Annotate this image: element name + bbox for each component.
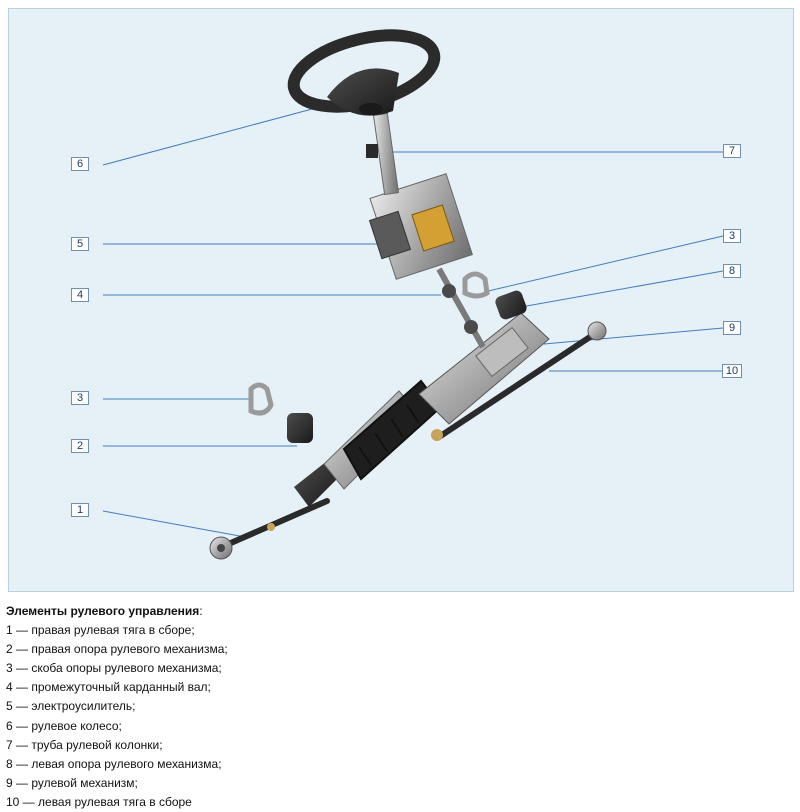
steering-illustration (102, 29, 724, 560)
callout-8: 8 (723, 264, 741, 278)
callout-2: 2 (71, 439, 89, 453)
callout-10: 10 (722, 364, 742, 378)
legend-item: 10 — левая рулевая тяга в сборе (6, 794, 192, 809)
legend-item: 8 — левая опора рулевого механизма; (6, 756, 222, 771)
callout-3-lower: 3 (71, 391, 89, 405)
legend-item: 9 — рулевой механизм; (6, 775, 138, 790)
legend-item: 4 — промежуточный карданный вал; (6, 680, 211, 695)
legend-item: 6 — рулевое колесо; (6, 718, 122, 733)
legend-item: 3 — скоба опоры рулевого механизма; (6, 661, 222, 676)
legend-title-colon: : (199, 604, 203, 618)
right-tie-rod (209, 498, 330, 560)
callout-4: 4 (71, 288, 89, 302)
callout-5: 5 (71, 237, 89, 251)
legend-item: 5 — электроусилитель; (6, 699, 136, 714)
steering-rack (294, 312, 607, 507)
legend-title: Элементы рулевого управления (6, 604, 200, 618)
cardan-shaft (436, 267, 486, 349)
callout-3-upper: 3 (723, 229, 741, 243)
callout-7: 7 (723, 144, 741, 158)
legend-item: 7 — труба рулевой колонки; (6, 737, 163, 752)
callout-9: 9 (723, 321, 741, 335)
electric-power-steering (366, 112, 473, 280)
rack-mounts (248, 271, 527, 443)
callout-6: 6 (71, 157, 89, 171)
legend-item: 1 — правая рулевая тяга в сборе; (6, 623, 195, 638)
steering-diagram: 6 7 5 3 8 4 9 10 3 2 1 (8, 8, 794, 592)
leader-lines (102, 104, 724, 538)
legend: Элементы рулевого управления: 1 — правая… (6, 602, 794, 812)
legend-item: 2 — правая опора рулевого механизма; (6, 642, 228, 657)
legend-title-row: Элементы рулевого управления: (6, 602, 794, 621)
steering-wheel (287, 29, 441, 116)
callout-1: 1 (71, 503, 89, 517)
